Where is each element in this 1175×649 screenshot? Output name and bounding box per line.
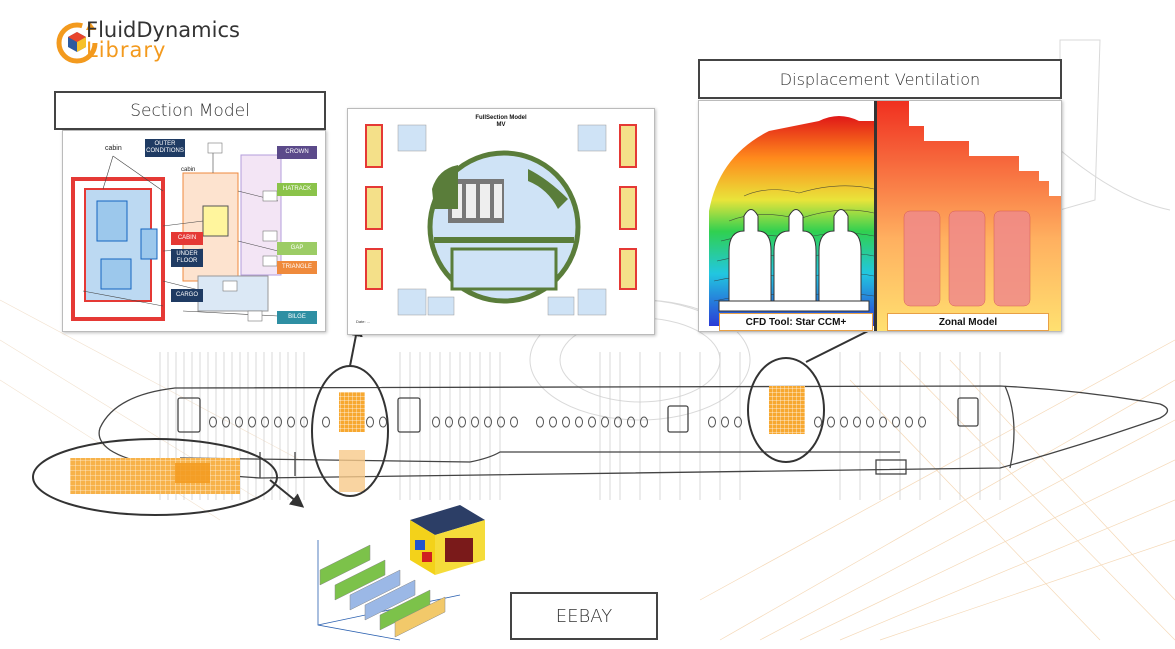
triangle-node: TRIANGLE xyxy=(277,261,317,274)
section-grid xyxy=(339,392,365,432)
section-callout-ellipse xyxy=(311,365,389,497)
section-model-label: Section Model xyxy=(54,91,326,130)
displacement-ventilation-panel: CFD Tool: Star CCM+ Zonal Model xyxy=(698,100,1062,332)
logo-brand-sub: Library xyxy=(86,38,167,62)
bilge-node: BILGE xyxy=(277,311,317,324)
eebay-arrow xyxy=(269,479,305,508)
eebay-grid xyxy=(70,458,240,494)
cfd-tool-caption: CFD Tool: Star CCM+ xyxy=(719,313,873,331)
section-model-panel: cabin cabin OUTER CONDITIONS CROWN HATRA… xyxy=(62,130,326,332)
cabin-top-label: cabin xyxy=(105,145,122,152)
under-floor-node: UNDER FLOOR xyxy=(171,249,203,267)
fullsection-title: FullSection Model xyxy=(475,115,527,121)
fullsection-subtitle: MV xyxy=(496,122,506,128)
displacement-ventilation-label: Displacement Ventilation xyxy=(698,59,1062,99)
fullsection-schematic: Date: ... xyxy=(356,124,637,324)
svg-text:Date: ...: Date: ... xyxy=(356,319,370,324)
ventilation-images xyxy=(709,101,1061,331)
logo-text: FluidDynamics Library xyxy=(86,18,240,62)
hatrack-node: HATRACK xyxy=(277,183,317,196)
section-grid-lower xyxy=(339,450,365,492)
eebay-3d-visualization xyxy=(317,505,485,641)
outer-conditions-node: OUTER CONDITIONS xyxy=(145,139,185,157)
ventilation-grid xyxy=(769,386,805,434)
logo xyxy=(52,16,252,68)
fullsection-model-panel: FullSection Model MV Date: ... xyxy=(347,108,655,335)
logo-brand-name: FluidDynamics xyxy=(86,18,240,42)
cargo-node: CARGO xyxy=(171,289,203,302)
cabin-mid-label: cabin xyxy=(181,167,196,173)
gap-node: GAP xyxy=(277,242,317,255)
eebay-grid-dense xyxy=(175,463,210,483)
zonal-model-caption: Zonal Model xyxy=(887,313,1049,331)
eebay-callout-ellipse xyxy=(32,438,278,516)
logo-icon xyxy=(56,22,98,64)
eebay-label: EEBAY xyxy=(510,592,658,640)
ventilation-callout-ellipse xyxy=(747,357,825,463)
crown-node: CROWN xyxy=(277,146,317,159)
cabin-node: CABIN xyxy=(171,232,203,245)
